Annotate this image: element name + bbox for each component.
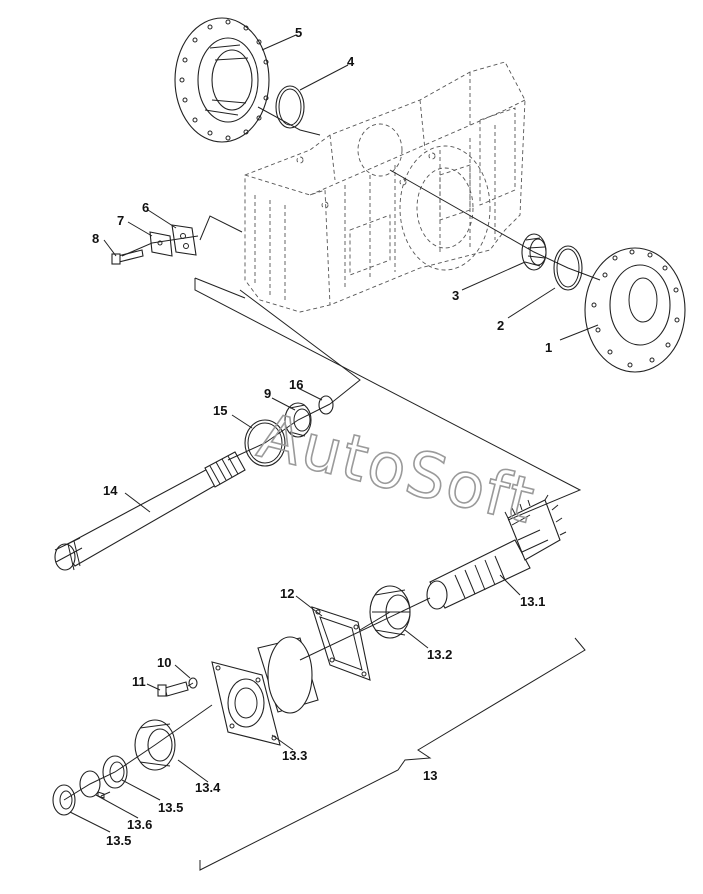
part-8-bolt bbox=[111, 249, 144, 265]
label-16: 16 bbox=[289, 377, 303, 392]
label-13-6: 13.6 bbox=[127, 817, 152, 832]
leader-lines bbox=[69, 34, 599, 833]
label-1: 1 bbox=[545, 340, 552, 355]
label-2: 2 bbox=[497, 318, 504, 333]
assembly-lines bbox=[63, 106, 601, 801]
watermark-text: AutoSoft bbox=[251, 399, 543, 538]
label-3: 3 bbox=[452, 288, 459, 303]
label-13-5-b: 13.5 bbox=[106, 833, 131, 848]
part-16-o-ring bbox=[318, 395, 334, 415]
label-13-4: 13.4 bbox=[195, 780, 221, 795]
label-10: 10 bbox=[157, 655, 171, 670]
part-12-gasket bbox=[311, 606, 371, 681]
part-13-3-housing bbox=[211, 636, 319, 746]
label-13-1: 13.1 bbox=[520, 594, 545, 609]
label-12: 12 bbox=[280, 586, 294, 601]
part-6-plate bbox=[171, 224, 197, 256]
label-4: 4 bbox=[347, 54, 355, 69]
label-9: 9 bbox=[264, 386, 271, 401]
label-14: 14 bbox=[103, 483, 118, 498]
label-8: 8 bbox=[92, 231, 99, 246]
label-15: 15 bbox=[213, 403, 227, 418]
label-13: 13 bbox=[423, 768, 437, 783]
label-13-5-a: 13.5 bbox=[158, 800, 183, 815]
label-13-2: 13.2 bbox=[427, 647, 452, 662]
label-5: 5 bbox=[295, 25, 302, 40]
part-11-bolt bbox=[157, 681, 189, 697]
part-7-gasket bbox=[149, 231, 173, 257]
gearbox-housing bbox=[244, 61, 526, 313]
label-13-3: 13.3 bbox=[282, 748, 307, 763]
part-14-shaft bbox=[54, 451, 246, 571]
label-7: 7 bbox=[117, 213, 124, 228]
part-5-flange-cover bbox=[174, 17, 270, 143]
group-13-brace bbox=[199, 637, 586, 871]
part-13-6-washer bbox=[79, 770, 105, 799]
part-4-circlip bbox=[275, 85, 305, 129]
label-11: 11 bbox=[132, 674, 146, 689]
callout-labels: 1 2 3 4 5 6 7 8 9 10 11 12 13 13.1 13.2 … bbox=[92, 25, 552, 848]
part-1-flange-cover bbox=[584, 247, 686, 373]
label-6: 6 bbox=[142, 200, 149, 215]
